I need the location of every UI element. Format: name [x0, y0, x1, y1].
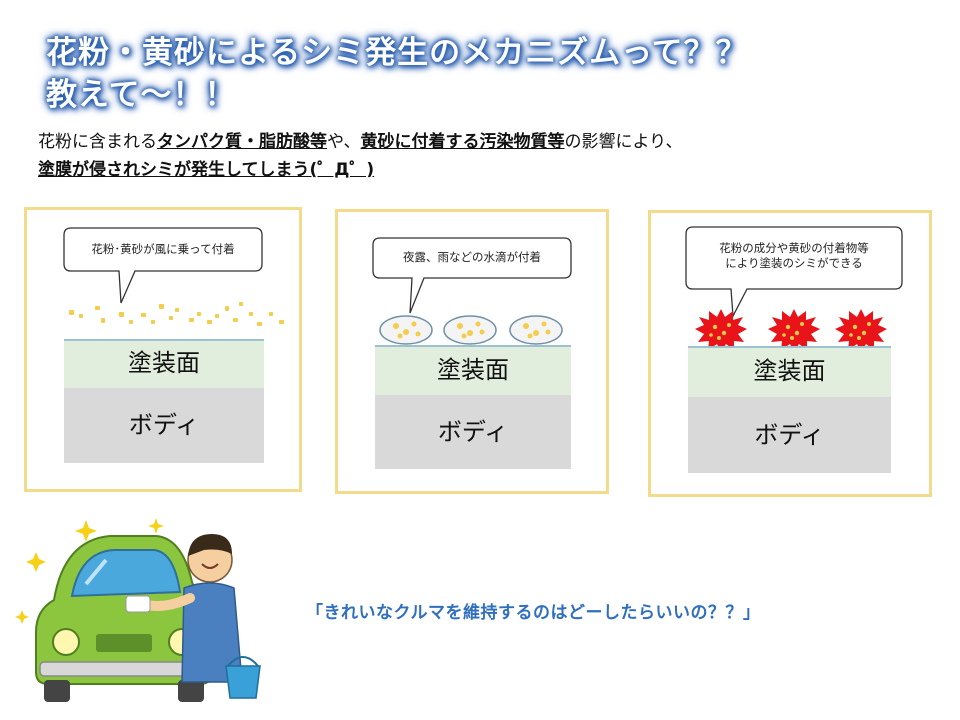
stain-spot	[695, 309, 747, 352]
speech-bubble-text-line-2: により塗装のシミができる	[725, 256, 863, 270]
water-droplets	[379, 315, 563, 345]
car-body-layer: ボディ	[64, 388, 264, 463]
title-line-1: 花粉・黄砂によるシミ発生のメカニズムって？？	[46, 35, 748, 71]
speech-bubble-shape	[63, 227, 263, 304]
closing-question: 「きれいなクルマを維持するのはどーしたらいいの？？」	[306, 603, 761, 623]
speech-bubble-3: 花粉の成分や黄砂の付着物等 により塗装のシミができる	[685, 226, 903, 319]
speech-bubble-shape	[372, 237, 572, 314]
car-icon	[35, 535, 213, 702]
speech-bubble-1: 花粉･黄砂が風に乗って付着	[63, 227, 263, 307]
intro-bold-b: 黄砂に付着する汚染物質等	[360, 132, 565, 152]
sparkle-icon	[15, 518, 164, 624]
title-line-2: 教えて～！！	[46, 77, 237, 113]
person-icon	[125, 534, 243, 683]
page-title: 花粉・黄砂によるシミ発生のメカニズムって？？ 教えて～！！	[46, 32, 926, 116]
speech-bubble-text: 花粉の成分や黄砂の付着物等 により塗装のシミができる	[685, 241, 903, 271]
intro-bold-a: タンパク質・脂肪酸等	[157, 132, 327, 152]
speech-bubble-text: 花粉･黄砂が風に乗って付着	[91, 242, 235, 256]
car-body-layer: ボディ	[688, 397, 891, 473]
intro-line-2: 塗膜が侵されシミが発生してしまう(゜Д゜)	[38, 156, 918, 184]
speech-bubble-text-line-1: 花粉の成分や黄砂の付着物等	[719, 241, 869, 255]
stage-panel-2: 夜露、雨などの水滴が付着 塗装面 ボディ	[335, 209, 609, 494]
stage-panel-1: 花粉･黄砂が風に乗って付着 塗装面 ボディ	[24, 207, 302, 492]
pollen-particles	[69, 302, 284, 326]
intro-bold-line-2: 塗膜が侵されシミが発生してしまう(゜Д゜)	[38, 160, 375, 180]
stage-panel-3: 花粉の成分や黄砂の付着物等 により塗装のシミができる 塗装面 ボディ	[648, 210, 932, 497]
bucket-icon	[225, 656, 261, 699]
intro-plain-a: 花粉に含まれる	[38, 132, 157, 152]
intro-plain-b: や、	[327, 132, 361, 152]
water-droplet	[379, 315, 433, 345]
intro-line-1: 花粉に含まれるタンパク質・脂肪酸等や、黄砂に付着する汚染物質等の影響により、	[38, 128, 918, 156]
speech-bubble-text: 夜露、雨などの水滴が付着	[403, 250, 541, 264]
water-droplet	[443, 315, 497, 345]
water-droplet	[509, 315, 563, 345]
car-washing-illustration	[15, 518, 261, 702]
speech-bubble-2: 夜露、雨などの水滴が付着	[372, 237, 572, 315]
speech-bubble-shape	[685, 226, 903, 319]
paint-coat-layer: 塗装面	[64, 339, 264, 388]
paint-coat-layer: 塗装面	[375, 345, 571, 395]
stains	[695, 309, 887, 352]
paint-coat-layer: 塗装面	[688, 346, 891, 397]
intro-text: 花粉に含まれるタンパク質・脂肪酸等や、黄砂に付着する汚染物質等の影響により、 塗…	[38, 128, 918, 184]
intro-plain-c: の影響により、	[564, 132, 683, 152]
stain-spot	[835, 309, 887, 352]
stain-spot	[768, 309, 820, 352]
car-body-layer: ボディ	[375, 395, 571, 469]
